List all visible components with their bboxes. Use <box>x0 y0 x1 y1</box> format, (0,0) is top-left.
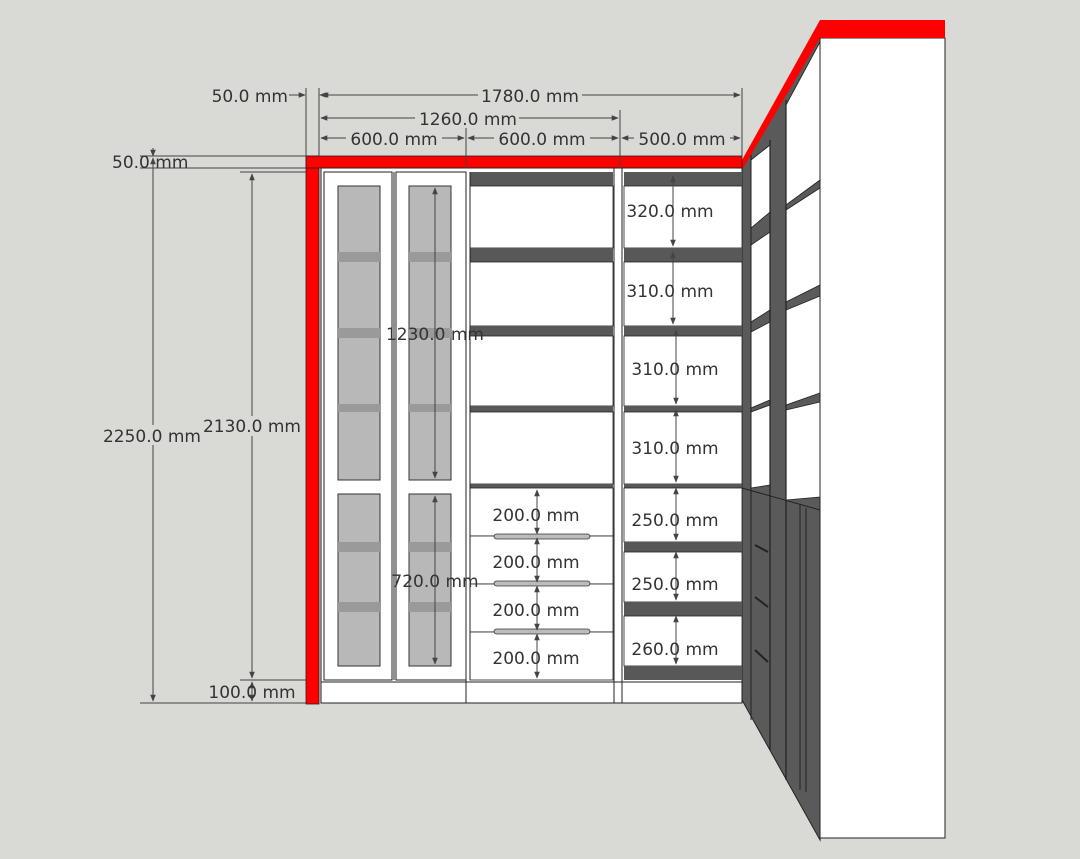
dim-right-section-width: 500.0 mm <box>638 130 725 150</box>
drawer-handle <box>493 628 591 635</box>
shelf-band <box>338 404 380 412</box>
dim-glass-cabinet-width: 1260.0 mm <box>419 110 517 130</box>
side-wing <box>741 20 821 842</box>
dim-drawer-3: 200.0 mm <box>492 601 579 621</box>
side-wing-top-highlight <box>742 20 820 170</box>
dim-plinth-height: 100.0 mm <box>208 683 295 703</box>
side-handle <box>754 596 769 608</box>
middle-shelving <box>469 172 614 681</box>
dim-right-shelf-2: 310.0 mm <box>626 282 713 302</box>
dim-right-shelf-1: 320.0 mm <box>626 202 713 222</box>
shelf-band <box>338 542 380 552</box>
dim-inner-height: 2130.0 mm <box>203 417 301 437</box>
glass-door-right <box>395 171 467 681</box>
dim-glass-door-left-width: 600.0 mm <box>350 130 437 150</box>
drawer-front <box>469 583 614 633</box>
dim-right-shelf-3: 310.0 mm <box>631 360 718 380</box>
side-door-line <box>741 487 821 511</box>
shelf-band <box>338 602 380 612</box>
front-cabinet <box>305 155 743 705</box>
side-handle <box>754 544 769 553</box>
side-panel-highlight <box>305 155 320 705</box>
dim-side-thickness: 50.0 mm <box>212 87 288 107</box>
shelf-band <box>409 602 451 612</box>
plinth <box>320 681 743 704</box>
glass-pane <box>408 493 452 667</box>
drawer-handle <box>493 580 591 587</box>
drawer-handle <box>493 533 591 540</box>
dim-right-shelf-7: 260.0 mm <box>631 640 718 660</box>
side-shelf-face <box>785 401 821 501</box>
shelf-band <box>338 252 380 262</box>
side-handle <box>754 649 769 663</box>
shelf-band <box>409 542 451 552</box>
dimension-labels: 1780.0 mm 50.0 mm 1260.0 mm 600.0 mm 600… <box>102 85 730 703</box>
dim-lower-door-height: 720.0 mm <box>391 572 478 592</box>
side-shelf-face <box>750 321 771 409</box>
right-shelving <box>623 172 743 680</box>
dim-drawer-1: 200.0 mm <box>492 506 579 526</box>
glass-door-left <box>323 171 393 681</box>
top-panel-highlight <box>305 155 743 169</box>
dim-drawer-4: 200.0 mm <box>492 649 579 669</box>
drawer-front <box>469 631 614 681</box>
end-panel <box>819 37 946 839</box>
dim-right-shelf-6: 250.0 mm <box>631 575 718 595</box>
side-shelf-face <box>785 295 821 406</box>
dim-overall-height: 2250.0 mm <box>103 427 201 447</box>
shelf-band <box>409 252 451 262</box>
dim-shelf-section-width: 600.0 mm <box>498 130 585 150</box>
shelf-band <box>409 328 451 338</box>
dim-top-thickness: 50.0 mm <box>112 153 188 173</box>
dim-overall-width: 1780.0 mm <box>481 87 579 107</box>
dim-drawer-2: 200.0 mm <box>492 553 579 573</box>
dim-upper-door-height: 1230.0 mm <box>386 325 484 345</box>
end-panel-top-highlight <box>820 20 945 38</box>
drawer-front <box>469 487 614 537</box>
dim-right-shelf-4: 310.0 mm <box>631 439 718 459</box>
shelf-band <box>338 328 380 338</box>
side-shelf-face <box>750 404 771 489</box>
glass-pane <box>337 493 381 667</box>
dim-right-shelf-5: 250.0 mm <box>631 511 718 531</box>
shelf-band <box>409 404 451 412</box>
side-shelf-face <box>750 231 771 323</box>
